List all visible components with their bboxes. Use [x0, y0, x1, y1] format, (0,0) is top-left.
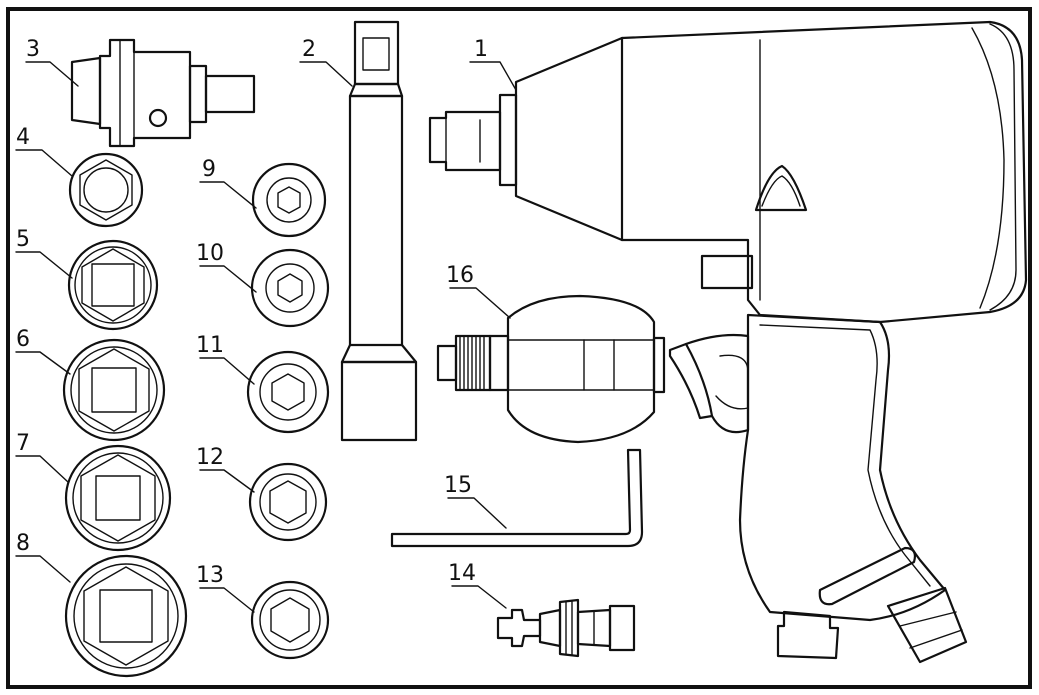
part-1-impact-wrench [428, 20, 1028, 664]
label-part-11: 11 [196, 333, 224, 358]
label-part-2: 2 [302, 37, 316, 62]
part-7-socket [64, 444, 172, 552]
label-part-5: 5 [16, 227, 30, 252]
label-part-14: 14 [448, 561, 476, 586]
part-2-extension-bar [340, 20, 418, 442]
label-part-12: 12 [196, 445, 224, 470]
label-part-4: 4 [16, 125, 30, 150]
label-part-9: 9 [202, 157, 216, 182]
label-part-1: 1 [474, 37, 488, 62]
label-part-10: 10 [196, 241, 224, 266]
part-9-socket [251, 162, 327, 238]
label-part-15: 15 [444, 473, 472, 498]
diagram-frame [6, 7, 1032, 689]
label-part-8: 8 [16, 531, 30, 556]
label-part-3: 3 [26, 37, 40, 62]
label-part-16: 16 [446, 263, 474, 288]
label-part-13: 13 [196, 563, 224, 588]
label-part-6: 6 [16, 327, 30, 352]
leader-lines [15, 61, 517, 613]
part-5-socket [67, 239, 159, 331]
part-labels: 1 2 3 4 5 6 7 8 9 10 11 12 13 14 15 16 [16, 37, 488, 588]
part-14-air-connector [496, 598, 636, 658]
part-11-socket [246, 350, 330, 434]
part-16-hammer-assembly [436, 294, 666, 444]
part-3-adapter [70, 38, 256, 148]
part-10-socket [250, 248, 330, 328]
part-12-socket [248, 462, 328, 542]
label-part-7: 7 [16, 431, 30, 456]
part-6-socket [62, 338, 166, 442]
part-13-socket [250, 580, 330, 660]
part-15-hex-key [390, 448, 644, 548]
part-4-socket [68, 152, 144, 228]
part-8-socket [64, 554, 188, 678]
